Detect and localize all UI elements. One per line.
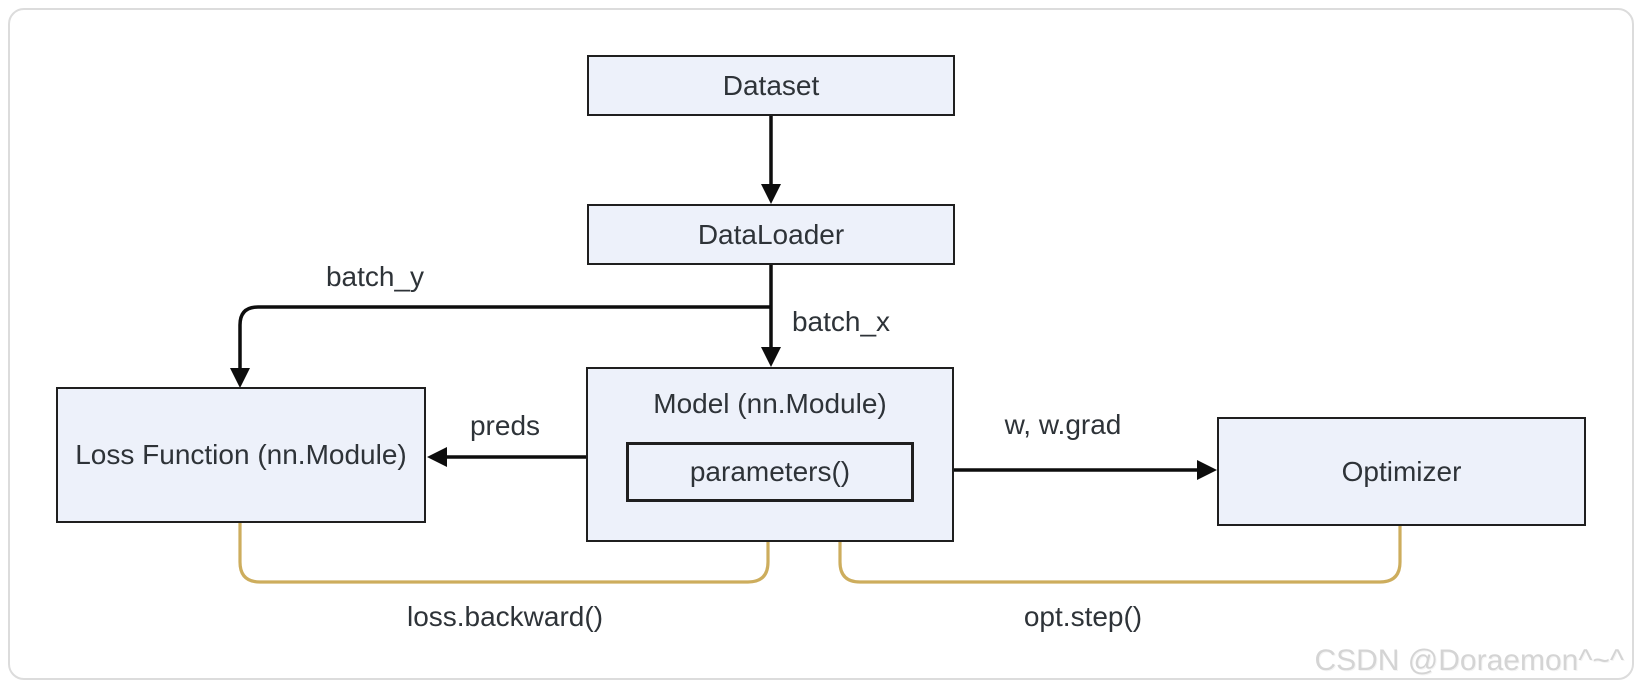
node-optimizer-label: Optimizer bbox=[1341, 455, 1462, 487]
arrowhead-left-loss-icon bbox=[427, 447, 447, 467]
edge-loss-backward bbox=[238, 523, 770, 584]
node-dataloader: DataLoader bbox=[587, 204, 955, 265]
page-border bbox=[8, 8, 1634, 680]
node-loss-function: Loss Function (nn.Module) bbox=[56, 387, 426, 523]
arrowhead-down-loss-icon bbox=[230, 368, 250, 388]
edge-label-preds: preds bbox=[469, 410, 541, 441]
node-model-label: Model (nn.Module) bbox=[653, 388, 887, 419]
arrowhead-right-optimizer-icon bbox=[1197, 460, 1217, 480]
edge-label-w-grad: w, w.grad bbox=[1004, 409, 1122, 440]
node-dataset-label: Dataset bbox=[722, 69, 820, 101]
csdn-watermark: CSDN @Doraemon^~^ bbox=[1314, 644, 1624, 677]
node-optimizer: Optimizer bbox=[1217, 417, 1586, 526]
node-dataloader-label: DataLoader bbox=[697, 218, 845, 250]
node-loss-function-label: Loss Function (nn.Module) bbox=[75, 439, 407, 471]
arrowhead-down-model-icon bbox=[761, 347, 781, 367]
arrowhead-down-dataloader-icon bbox=[761, 184, 781, 204]
edge-label-batch-x: batch_x bbox=[791, 306, 891, 337]
node-parameters: parameters() bbox=[626, 442, 914, 502]
edge-label-batch-y: batch_y bbox=[325, 261, 425, 292]
edge-label-loss-backward: loss.backward() bbox=[406, 601, 604, 632]
node-parameters-label: parameters() bbox=[689, 456, 851, 488]
edge-opt-step bbox=[838, 526, 1402, 584]
node-dataset: Dataset bbox=[587, 55, 955, 116]
edge-dataloader-to-loss bbox=[238, 305, 771, 368]
edge-label-opt-step: opt.step() bbox=[1023, 601, 1143, 632]
